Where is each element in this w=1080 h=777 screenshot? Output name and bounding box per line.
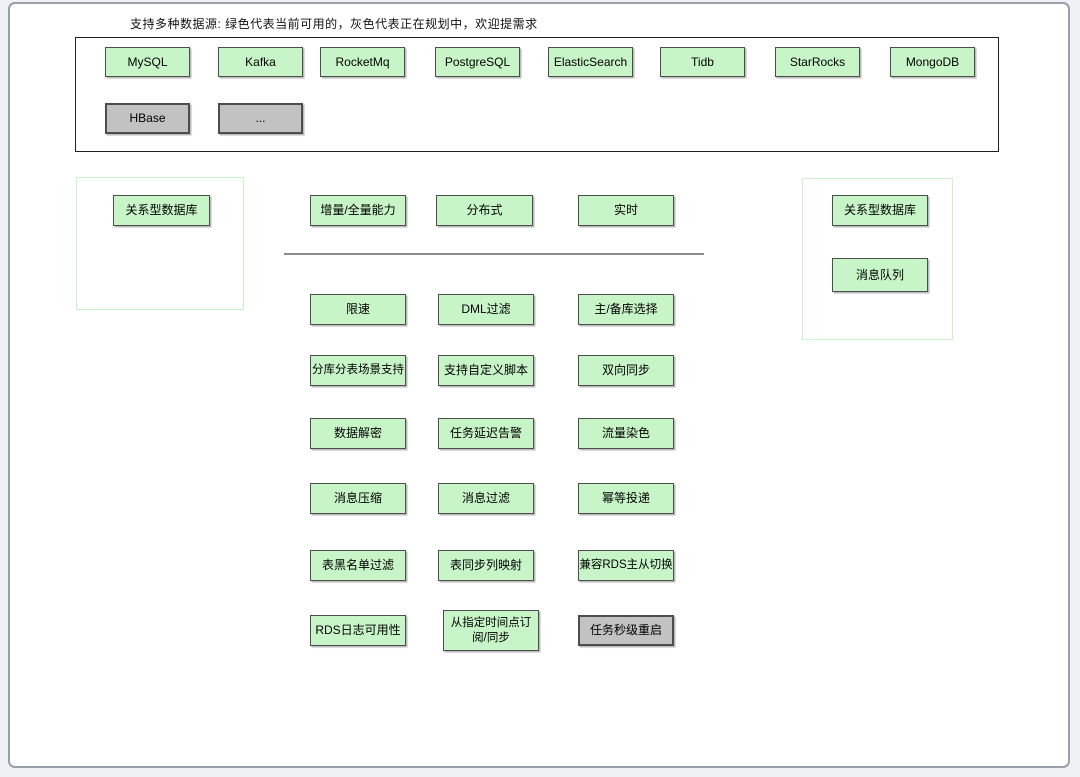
datasource-starrocks: StarRocks xyxy=(775,47,860,77)
section-divider xyxy=(284,253,704,255)
diagram-title: 支持多种数据源: 绿色代表当前可用的，灰色代表正在规划中，欢迎提需求 xyxy=(130,17,538,31)
datasource-container xyxy=(75,37,999,152)
capability-distributed: 分布式 xyxy=(436,195,533,226)
feature-bidirectional-sync: 双向同步 xyxy=(578,355,674,386)
datasource-mysql: MySQL xyxy=(105,47,190,77)
feature-data-decryption: 数据解密 xyxy=(310,418,406,449)
feature-idempotent-delivery: 幂等投递 xyxy=(578,483,674,514)
datasource-more: ... xyxy=(218,103,303,134)
feature-task-delay-alert: 任务延迟告警 xyxy=(438,418,534,449)
datasource-hbase: HBase xyxy=(105,103,190,134)
feature-table-blacklist-filter: 表黑名单过滤 xyxy=(310,550,406,581)
capability-realtime: 实时 xyxy=(578,195,674,226)
right-relational-db: 关系型数据库 xyxy=(832,195,928,226)
feature-primary-standby-selection: 主/备库选择 xyxy=(578,294,674,325)
datasource-tidb: Tidb xyxy=(660,47,745,77)
feature-custom-script: 支持自定义脚本 xyxy=(438,355,534,386)
feature-traffic-coloring: 流量染色 xyxy=(578,418,674,449)
feature-subscribe-from-timestamp: 从指定时间点订阅/同步 xyxy=(443,610,539,651)
capability-incremental-full: 增量/全量能力 xyxy=(310,195,406,226)
datasource-mongodb: MongoDB xyxy=(890,47,975,77)
feature-task-restart-seconds: 任务秒级重启 xyxy=(578,615,674,646)
feature-rds-log-availability: RDS日志可用性 xyxy=(310,615,406,646)
feature-sharding-support: 分库分表场景支持 xyxy=(310,355,406,386)
datasource-kafka: Kafka xyxy=(218,47,303,77)
feature-rate-limit: 限速 xyxy=(310,294,406,325)
datasource-elasticsearch: ElasticSearch xyxy=(548,47,633,77)
feature-message-compression: 消息压缩 xyxy=(310,483,406,514)
feature-message-filter: 消息过滤 xyxy=(438,483,534,514)
datasource-rocketmq: RocketMq xyxy=(320,47,405,77)
right-message-queue: 消息队列 xyxy=(832,258,928,292)
feature-rds-failover-compat: 兼容RDS主从切换 xyxy=(578,550,674,581)
feature-table-column-mapping: 表同步列映射 xyxy=(438,550,534,581)
datasource-postgresql: PostgreSQL xyxy=(435,47,520,77)
left-relational-db: 关系型数据库 xyxy=(113,195,210,226)
feature-dml-filter: DML过滤 xyxy=(438,294,534,325)
